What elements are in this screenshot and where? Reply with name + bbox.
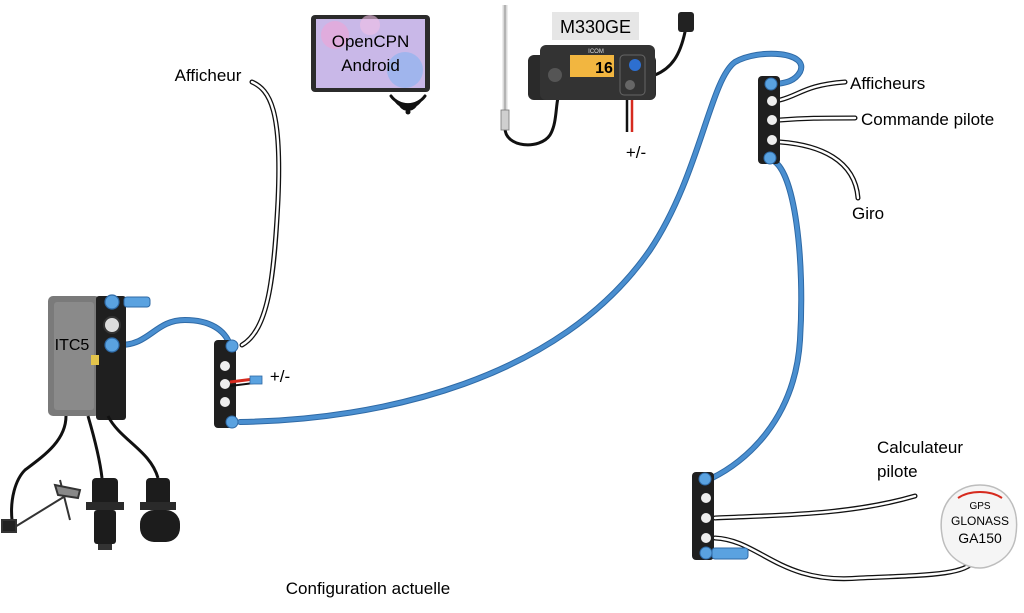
vhf-radio: 16 ICOM [528, 45, 656, 100]
gps-label-line1: GPS [969, 501, 990, 512]
itc5-label: ITC5 [55, 337, 90, 354]
radio-power-wires [625, 100, 634, 132]
gps-label-line2: GLONASS [951, 514, 1009, 528]
radio-brand: ICOM [588, 49, 604, 55]
wifi-icon [389, 94, 427, 115]
diagram-caption: Configuration actuelle [286, 579, 450, 598]
tablet-title-line1: OpenCPN [332, 32, 409, 51]
radio-model-label: M330GE [560, 17, 631, 37]
power-left-label: +/- [270, 367, 290, 386]
radio-label-box [552, 12, 639, 40]
terminator-plug-right [711, 547, 749, 560]
depth-transducer-icon [140, 478, 180, 542]
calculateur-label-line2: pilote [877, 462, 918, 481]
gps-puck-icon: GPS GLONASS GA150 [940, 484, 1018, 569]
sensor-cables [10, 415, 160, 521]
tablet-opencpn: OpenCPN Android [311, 15, 430, 92]
gps-antenna-icon [678, 12, 694, 32]
itc5-unit: ITC5 [48, 294, 126, 420]
wind-sensor-icon [1, 479, 82, 533]
tablet-title-line2: Android [341, 56, 400, 75]
tblock-bottom-right [692, 472, 714, 560]
radio-power-label: +/- [626, 143, 646, 162]
afficheurs-label: Afficheurs [850, 74, 925, 93]
radio-display: 16 [595, 60, 613, 77]
transducer-icon [86, 478, 124, 550]
power-tap-left [229, 375, 263, 387]
terminator-plug [123, 296, 151, 308]
gps-label-line3: GA150 [958, 530, 1002, 546]
antenna-icon [500, 5, 510, 131]
giro-label: Giro [852, 204, 884, 223]
backbone-cables [117, 50, 805, 481]
tblock-left [214, 339, 239, 429]
tblock-top-right [758, 76, 780, 165]
commande-pilote-label: Commande pilote [861, 110, 994, 129]
drop-cables [239, 30, 978, 582]
afficheur-label: Afficheur [175, 66, 242, 85]
calculateur-label-line1: Calculateur [877, 438, 963, 457]
